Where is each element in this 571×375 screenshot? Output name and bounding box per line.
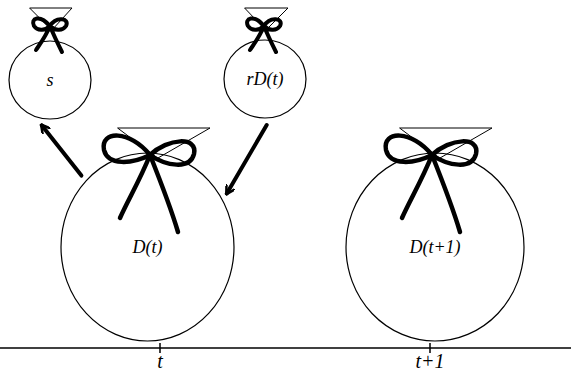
axis-label: t xyxy=(157,350,163,373)
bag-bow xyxy=(104,128,210,232)
bag-bow xyxy=(386,128,492,232)
bag-circle: rD(t) xyxy=(223,39,307,119)
axis-label: t+1 xyxy=(415,350,444,373)
flow-arrow xyxy=(227,125,267,194)
bag-label: s xyxy=(46,70,53,91)
bag-circle: D(t+1) xyxy=(345,152,525,342)
bag-circle: D(t) xyxy=(60,152,235,342)
flow-arrow xyxy=(42,125,82,175)
bag-circle: s xyxy=(8,40,92,120)
time-axis xyxy=(0,347,571,349)
bag-label: D(t) xyxy=(133,237,163,258)
bag-label: D(t+1) xyxy=(409,237,460,258)
bag-bow xyxy=(245,8,288,52)
bag-label: rD(t) xyxy=(247,69,284,90)
bag-bow xyxy=(30,8,72,52)
